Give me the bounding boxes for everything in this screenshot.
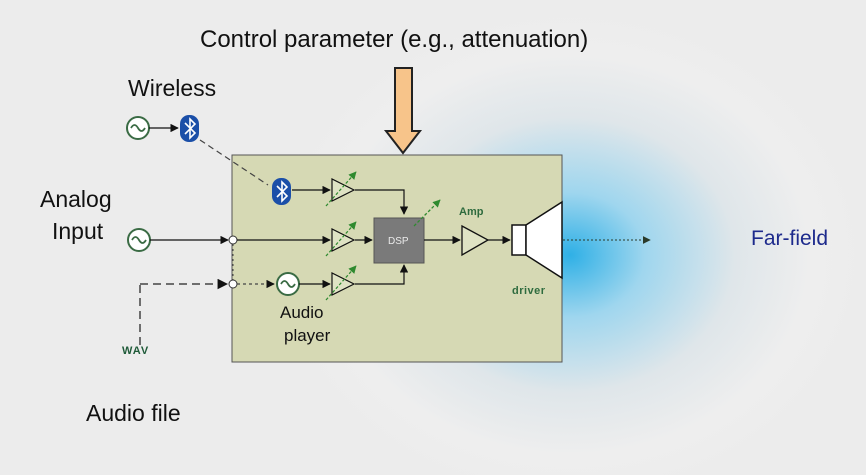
audio-player-label-line1: Audio xyxy=(280,303,324,322)
wav-label: WAV xyxy=(122,345,150,357)
wireless-link-line xyxy=(199,139,269,186)
analog-label-line2: Input xyxy=(52,218,104,244)
wireless-source-icon xyxy=(126,116,150,140)
control-parameter-label: Control parameter (e.g., attenuation) xyxy=(200,26,589,53)
bluetooth-receiver-icon xyxy=(272,178,291,205)
gain-amp-player xyxy=(325,265,357,301)
wireless-label: Wireless xyxy=(128,75,217,101)
power-amp xyxy=(461,224,490,257)
control-parameter-arrow xyxy=(383,67,423,155)
analog-source-icon xyxy=(127,228,151,252)
audio-file-label: Audio file xyxy=(86,400,181,426)
amp-label: Amp xyxy=(459,206,484,218)
gain-amp-analog xyxy=(325,221,357,257)
file-input-jack xyxy=(228,279,238,289)
bluetooth-icon xyxy=(180,115,199,142)
dsp-block xyxy=(373,217,425,264)
dsp-label: DSP xyxy=(388,236,409,247)
audio-player-label-line2: player xyxy=(284,326,331,345)
gain-amp-wireless xyxy=(325,171,357,207)
analog-label-line1: Analog xyxy=(40,186,112,212)
audio-player-icon xyxy=(276,272,300,296)
driver-label: driver xyxy=(512,285,546,297)
analog-input-jack xyxy=(228,235,238,245)
far-field-label: Far-field xyxy=(751,227,829,250)
speaker-driver-icon xyxy=(511,200,563,280)
